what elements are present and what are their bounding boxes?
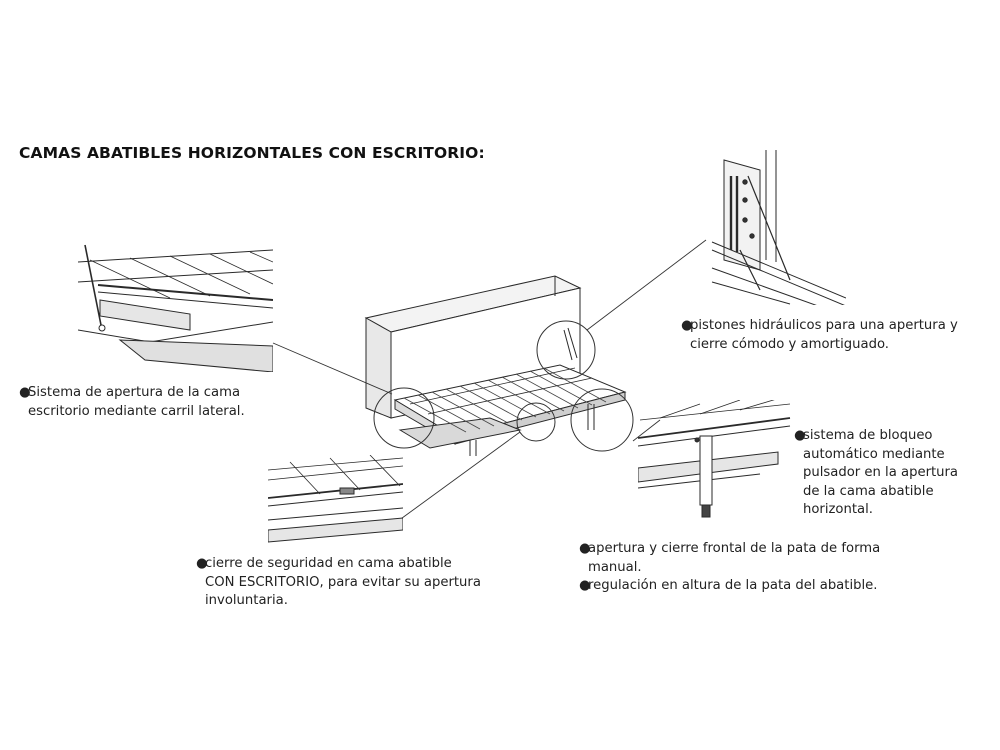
detail-pistons — [711, 150, 846, 305]
bullet-icon: ● — [19, 385, 31, 400]
detail-side-rail — [78, 244, 273, 372]
bullet-icon: ● — [196, 556, 208, 571]
note-line: de la cama abatible — [803, 483, 934, 499]
bullet-icon: ● — [579, 541, 591, 556]
note-line: cierre cómodo y amortiguado. — [690, 336, 889, 352]
note-line: cierre de seguridad en cama abatible — [205, 556, 452, 571]
note-line: sistema de bloqueo — [803, 428, 933, 443]
detail-safety-lock — [268, 455, 403, 543]
note-auto-lock: ●sistema de bloqueo automático mediante … — [794, 427, 958, 520]
note-line: CON ESCRITORIO, para evitar su apertura — [205, 574, 481, 590]
note-pistons: ●pistones hidráulicos para una apertura … — [681, 317, 958, 354]
note-line: pistones hidráulicos para una apertura y — [690, 318, 958, 333]
leader-lines — [272, 239, 707, 522]
note-line: Sistema de apertura de la cama — [28, 385, 241, 400]
bullet-icon: ● — [681, 318, 693, 333]
note-line: horizontal. — [803, 502, 873, 517]
main-bed-illustration — [364, 275, 627, 456]
detail-leg-lock — [638, 400, 791, 518]
note-front-leg: ●apertura y cierre frontal de la pata de… — [579, 540, 880, 577]
note-safety-lock: ●cierre de seguridad en cama abatible CO… — [196, 555, 481, 611]
note-line: escritorio mediante carril lateral. — [28, 403, 245, 419]
note-leg-height: ●regulación en altura de la pata del aba… — [579, 577, 877, 596]
note-line: pulsador en la apertura — [803, 465, 959, 480]
callout-circles — [373, 320, 634, 452]
note-line: involuntaria. — [205, 593, 288, 608]
page-title: CAMAS ABATIBLES HORIZONTALES CON ESCRITO… — [19, 144, 485, 162]
bullet-icon: ● — [794, 428, 806, 443]
bullet-icon: ● — [579, 578, 591, 593]
note-line: automático mediante — [803, 446, 945, 462]
note-side-rail: ●Sistema de apertura de la cama escritor… — [19, 384, 245, 421]
note-line: apertura y cierre frontal de la pata de … — [588, 541, 881, 556]
note-line: regulación en altura de la pata del abat… — [588, 578, 878, 593]
note-line: manual. — [588, 559, 642, 575]
